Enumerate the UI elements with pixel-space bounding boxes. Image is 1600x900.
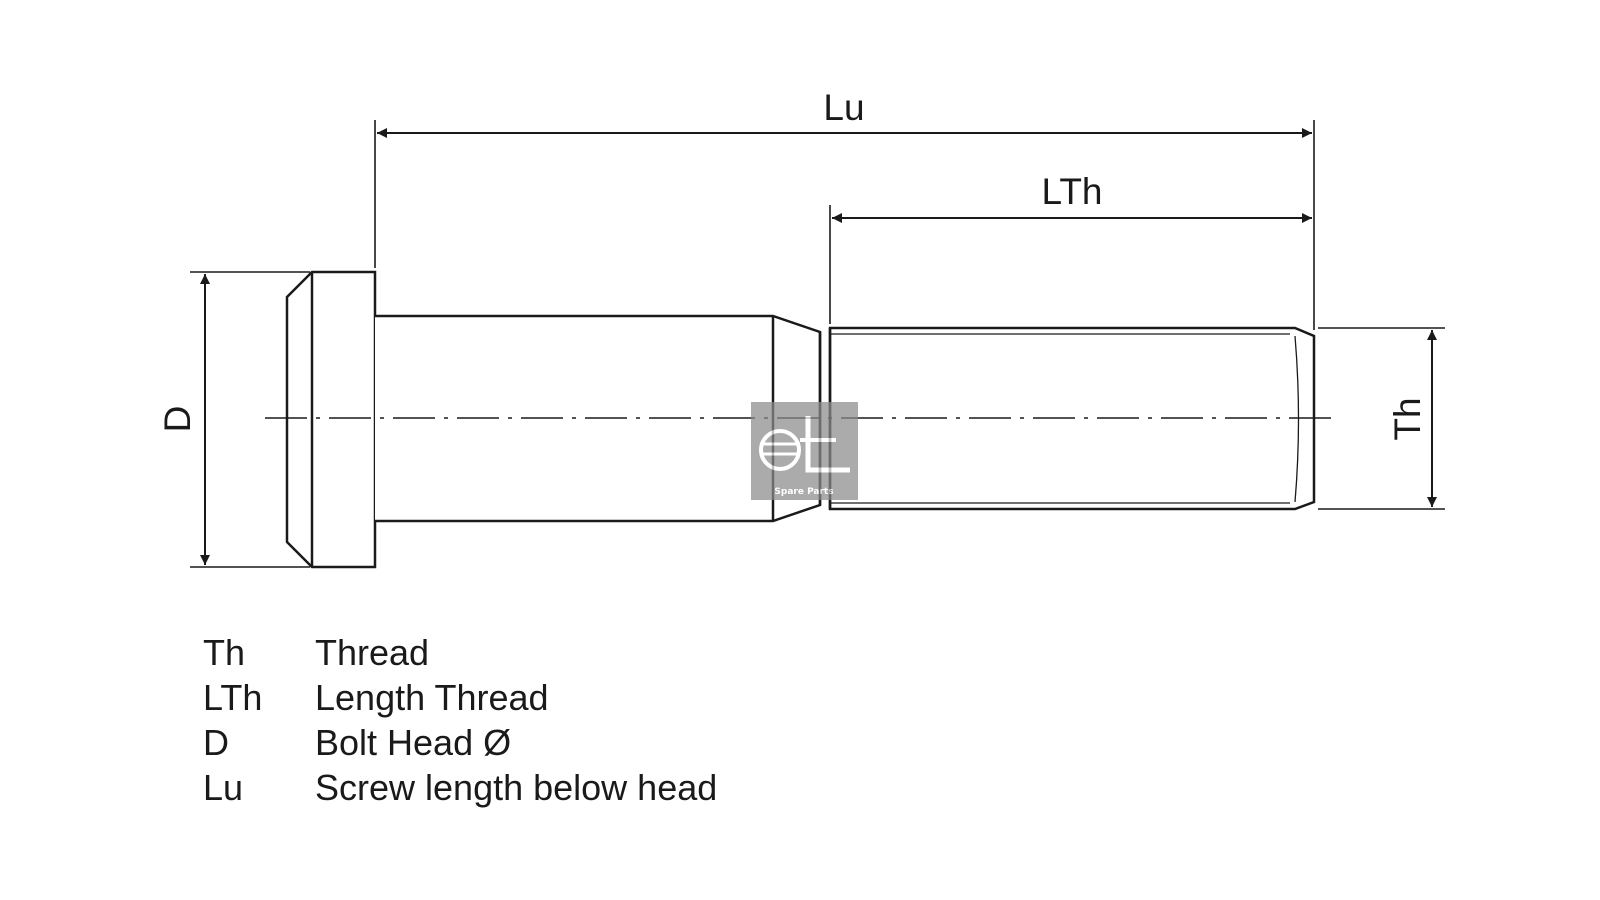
legend-key: D xyxy=(203,722,229,763)
legend-key: Lu xyxy=(203,767,244,808)
legend-row-d: D Bolt Head Ø xyxy=(203,720,717,765)
legend-row-th: Th Thread xyxy=(203,630,717,675)
lu-label: Lu xyxy=(823,87,864,128)
legend: Th Thread LTh Length Thread D Bolt Head … xyxy=(203,630,717,810)
legend-row-lth: LTh Length Thread xyxy=(203,675,717,720)
legend-key: LTh xyxy=(203,677,263,718)
thread-end-arc xyxy=(1294,335,1300,503)
bolt-head xyxy=(285,270,377,569)
legend-description: Length Thread xyxy=(315,677,549,718)
d-label: D xyxy=(157,406,198,433)
legend-description: Thread xyxy=(315,632,430,673)
logo-caption: Spare Parts xyxy=(774,487,833,497)
legend-description: Bolt Head Ø xyxy=(315,722,512,763)
legend-row-lu: Lu Screw length below head xyxy=(203,765,717,810)
legend-key: Th xyxy=(203,632,246,673)
legend-description: Screw length below head xyxy=(315,767,718,808)
lth-label: LTh xyxy=(1041,171,1102,212)
th-label: Th xyxy=(1387,397,1428,440)
dt-spare-parts-logo: Spare Parts xyxy=(751,402,858,500)
